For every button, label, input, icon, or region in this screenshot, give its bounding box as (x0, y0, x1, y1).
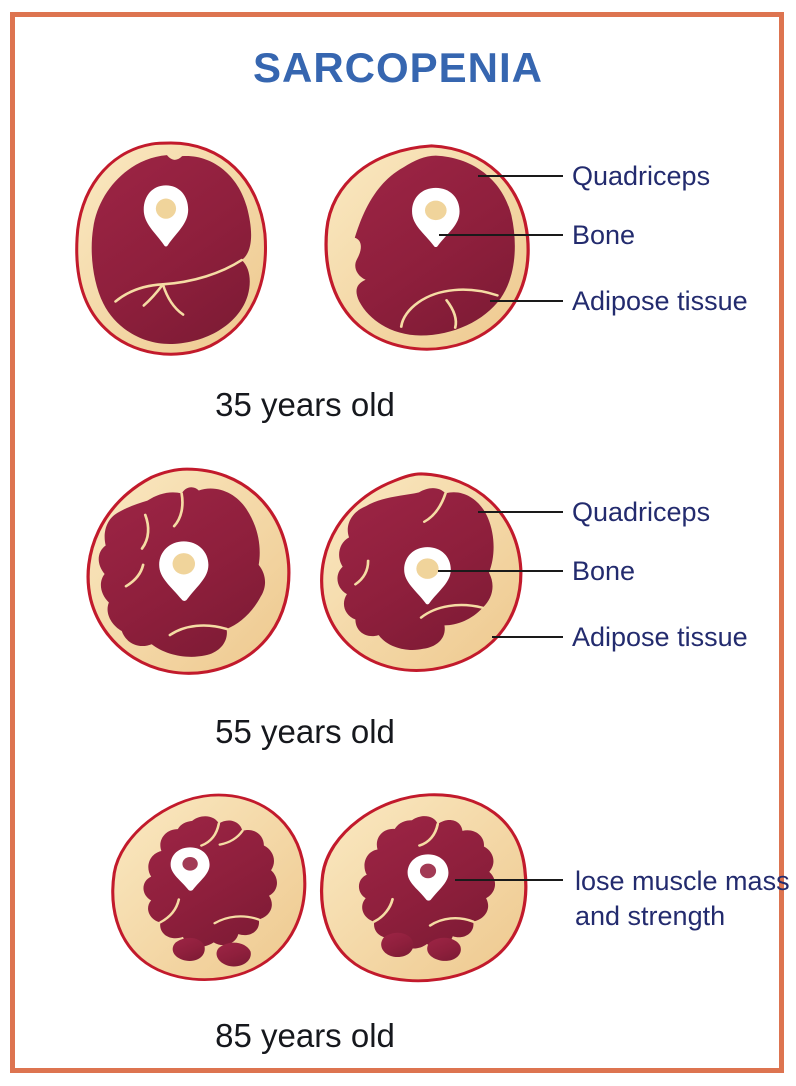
bone-marrow (155, 198, 177, 219)
label-adipose-row2: Adipose tissue (572, 622, 748, 652)
cross-section-85-right (320, 793, 528, 983)
muscle-fissures (372, 822, 475, 927)
label-muscle-loss-line1: lose muscle mass (575, 866, 790, 896)
bone-marrow (182, 856, 198, 871)
muscle-fissures (159, 822, 261, 925)
quadriceps-muscle (143, 816, 277, 947)
cross-section-55-right (320, 472, 523, 672)
annotation-line-adipose-row2 (492, 636, 563, 638)
muscle-fissures (354, 492, 484, 619)
cross-section-55-left (86, 467, 291, 675)
muscle-fragments (381, 932, 461, 961)
annotation-line-bone-row2 (438, 570, 563, 572)
bone-marrow (172, 553, 196, 575)
annotation-line-adipose-row1 (490, 300, 563, 302)
label-bone-row1: Bone (572, 220, 636, 250)
label-quadriceps-row1: Quadriceps (572, 161, 711, 191)
page-title: SARCOPENIA (252, 44, 544, 91)
age-label-55: 55 years old (215, 713, 395, 750)
age-label-35: 35 years old (215, 386, 395, 423)
muscle-fissures (399, 288, 499, 329)
quadriceps-muscle (91, 155, 252, 345)
age-label-85: 85 years old (215, 1017, 395, 1054)
cross-section-35-left (75, 141, 267, 356)
muscle-fragments (172, 937, 251, 967)
label-quadriceps-row2: Quadriceps (572, 497, 711, 527)
label-bone-row2: Bone (572, 556, 636, 586)
label-adipose-row1: Adipose tissue (572, 286, 748, 316)
annotation-line-bone-row1 (439, 234, 563, 236)
bone-marrow (416, 558, 439, 579)
annotation-line-muscle-loss (455, 879, 563, 881)
muscle-fissures (124, 492, 228, 637)
muscle-fissures (114, 258, 243, 316)
bone-marrow (419, 863, 437, 879)
bone-marrow (425, 200, 447, 221)
label-muscle-loss-line2: and strength (575, 901, 726, 931)
label-muscle-loss: lose muscle mass and strength (575, 864, 790, 934)
annotation-line-quadriceps-row1 (478, 175, 563, 177)
annotation-line-quadriceps-row2 (478, 511, 563, 513)
cross-section-35-right (324, 144, 530, 351)
cross-section-85-left (111, 793, 307, 981)
